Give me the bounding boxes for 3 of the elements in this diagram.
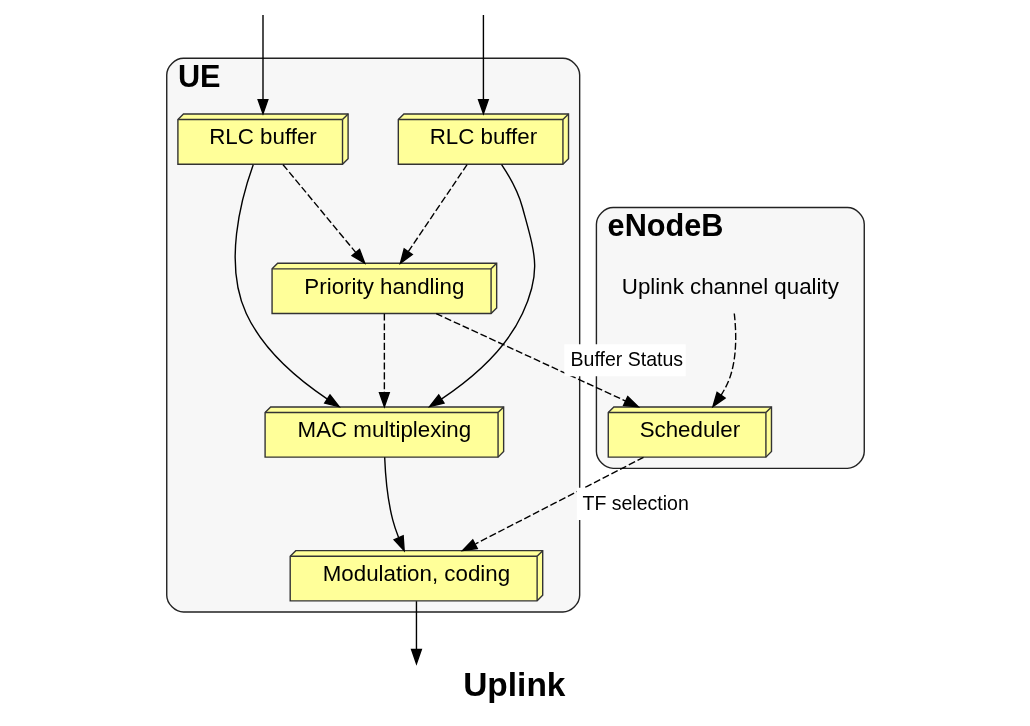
- node-text: Uplink channel quality: [621, 273, 839, 299]
- edge-label: TF selection: [581, 491, 689, 514]
- caption: Uplink: [462, 665, 565, 703]
